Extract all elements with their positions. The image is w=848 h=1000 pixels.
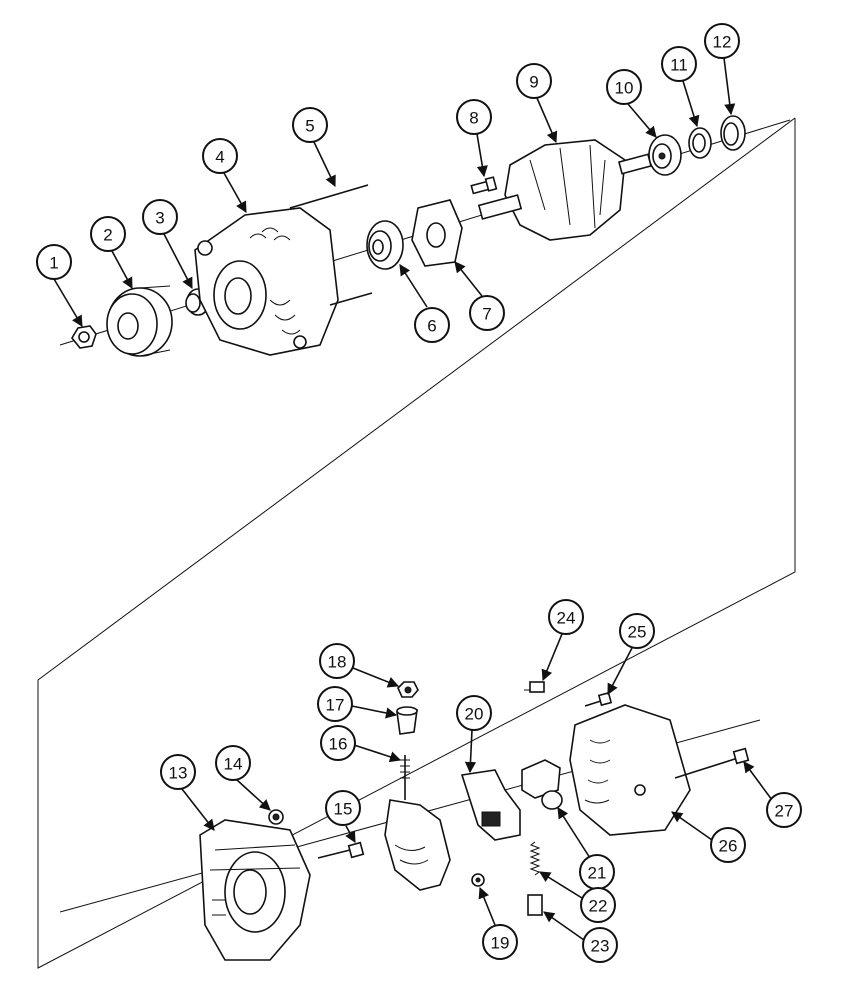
callout-23-label: 23 xyxy=(591,937,610,956)
part-through-bolts xyxy=(289,184,373,306)
part-rotor xyxy=(477,139,653,241)
part-terminal-bolt xyxy=(400,755,410,800)
callout-3-label: 3 xyxy=(155,209,164,228)
part-front-housing xyxy=(194,207,339,356)
callout-23: 23 xyxy=(543,911,618,963)
callout-24: 24 xyxy=(541,599,584,682)
part-pulley xyxy=(106,285,173,357)
part-front-bearing xyxy=(366,220,404,270)
part-brush-holder xyxy=(521,759,563,810)
callout-21-label: 21 xyxy=(588,864,607,883)
callout-9: 9 xyxy=(516,63,558,144)
callout-7-label: 7 xyxy=(482,305,491,324)
assembly-frame xyxy=(37,117,796,969)
callout-12-label: 12 xyxy=(713,33,732,52)
callout-16: 16 xyxy=(320,725,402,763)
callout-18-label: 18 xyxy=(328,653,347,672)
callout-8: 8 xyxy=(456,99,492,178)
callout-25-label: 25 xyxy=(628,623,647,642)
callout-20-label: 20 xyxy=(465,705,484,724)
callout-18: 18 xyxy=(319,643,400,688)
callout-11: 11 xyxy=(661,46,700,128)
callout-14-label: 14 xyxy=(224,755,243,774)
part-terminal-nut xyxy=(397,681,419,698)
callout-5-label: 5 xyxy=(305,117,314,136)
part-screw-lower xyxy=(471,873,485,887)
part-nut xyxy=(71,325,97,349)
callout-13-label: 13 xyxy=(169,764,188,783)
part-nut-lower xyxy=(268,809,284,825)
callout-24-label: 24 xyxy=(557,609,576,628)
callout-1-label: 1 xyxy=(49,254,58,273)
callout-10-label: 10 xyxy=(615,79,634,98)
callout-12: 12 xyxy=(704,23,740,116)
callout-5: 5 xyxy=(292,107,336,188)
callout-6-label: 6 xyxy=(427,317,436,336)
part-rear-housing xyxy=(199,819,311,961)
callout-19-label: 19 xyxy=(491,934,510,953)
callout-15: 15 xyxy=(325,790,361,843)
part-regulator-screw xyxy=(524,681,545,693)
callout-25: 25 xyxy=(607,613,655,695)
callout-9-label: 9 xyxy=(529,73,538,92)
callout-22: 22 xyxy=(539,871,616,923)
callout-7: 7 xyxy=(454,261,505,331)
callout-17: 17 xyxy=(317,686,398,722)
callout-26-label: 26 xyxy=(719,837,738,856)
callout-2: 2 xyxy=(90,216,133,289)
callout-8-label: 8 xyxy=(469,109,478,128)
part-cover-screw xyxy=(584,691,613,707)
callout-27-label: 27 xyxy=(775,802,794,821)
callout-11-label: 11 xyxy=(670,56,688,75)
part-insulator xyxy=(396,706,418,735)
part-rear-cover xyxy=(569,704,691,836)
callout-20: 20 xyxy=(456,695,492,774)
callout-10: 10 xyxy=(606,69,657,138)
part-retainer-plate xyxy=(411,199,463,267)
callout-4: 4 xyxy=(202,138,247,213)
part-screw-upper xyxy=(470,176,498,195)
part-brush xyxy=(527,894,543,916)
callout-3: 3 xyxy=(142,199,193,289)
callout-22-label: 22 xyxy=(589,897,608,916)
callout-6: 6 xyxy=(399,264,450,343)
callout-16-label: 16 xyxy=(329,735,348,754)
callout-26: 26 xyxy=(671,811,746,863)
callout-15-label: 15 xyxy=(334,800,353,819)
callout-2-label: 2 xyxy=(103,226,112,245)
callout-17-label: 17 xyxy=(326,696,345,715)
part-bolt-lower xyxy=(317,841,365,859)
callout-21: 21 xyxy=(557,807,615,890)
part-rectifier xyxy=(384,799,451,891)
part-brush-spring xyxy=(529,841,541,876)
callout-4-label: 4 xyxy=(215,148,224,167)
callout-19: 19 xyxy=(478,886,518,960)
callout-14: 14 xyxy=(215,745,271,811)
part-retaining-ring xyxy=(688,127,712,159)
part-long-bolt xyxy=(674,747,750,779)
callout-13: 13 xyxy=(160,754,215,831)
part-seal-ring xyxy=(720,115,746,151)
callout-1: 1 xyxy=(36,244,83,327)
part-regulator xyxy=(460,769,521,841)
part-rear-bearing xyxy=(648,134,682,176)
callout-27: 27 xyxy=(743,761,802,828)
